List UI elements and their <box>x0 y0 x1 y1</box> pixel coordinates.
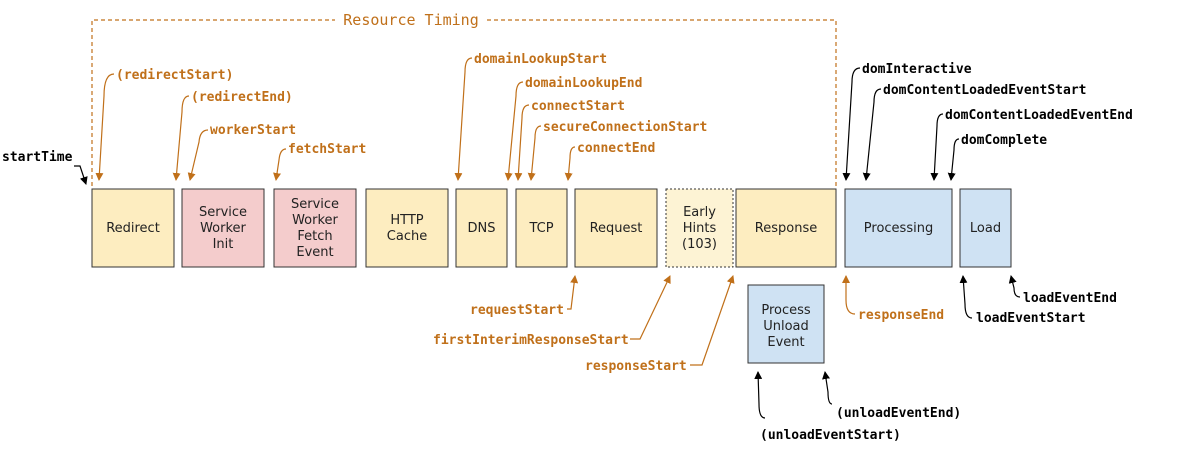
dom-content-loaded-event-start-arrow <box>862 88 882 181</box>
request-start-label: requestStart <box>470 303 564 318</box>
fetch-start-arrow <box>273 148 287 181</box>
sw-init-line-3: Init <box>213 237 234 252</box>
load-event-end-label: loadEventEnd <box>1023 291 1117 306</box>
response-start-arrow <box>690 275 735 366</box>
load-event-start-arrow <box>959 275 973 319</box>
connect-start-arrow <box>514 104 530 181</box>
tcp-box: TCP <box>515 188 568 268</box>
dom-complete-arrow <box>947 138 960 181</box>
http-cache-box: HTTP Cache <box>365 188 449 268</box>
redirect-start-arrow <box>95 73 115 181</box>
processing-box: Processing <box>844 188 953 268</box>
dom-complete-label: domComplete <box>961 133 1047 148</box>
fetch-start-label: fetchStart <box>288 142 366 157</box>
first-interim-response-start-arrow <box>630 275 671 340</box>
response-end-label: responseEnd <box>858 308 944 323</box>
resource-timing-bracket: Resource Timing <box>91 11 837 186</box>
dns-box-label: DNS <box>468 221 496 236</box>
service-worker-init-box: Service Worker Init <box>181 188 265 268</box>
request-start-arrow <box>567 275 579 310</box>
dns-box: DNS <box>455 188 508 268</box>
service-worker-fetch-event-box: Service Worker Fetch Event <box>273 188 357 268</box>
request-box-label: Request <box>590 221 643 236</box>
redirect-end-label: (redirectEnd) <box>191 90 293 105</box>
secure-connection-start-arrow <box>527 125 542 181</box>
unload-event-start-label: (unloadEventStart) <box>760 428 901 443</box>
unload-line-3: Event <box>767 335 804 350</box>
connect-end-arrow <box>564 146 576 181</box>
early-hints-box: Early Hints (103) <box>665 188 734 268</box>
start-time-arrow <box>74 165 88 185</box>
processing-box-label: Processing <box>864 221 933 236</box>
load-event-end-arrow <box>1008 275 1021 298</box>
dom-interactive-arrow <box>842 67 861 181</box>
resource-timing-title: Resource Timing <box>343 11 478 29</box>
worker-start-arrow <box>187 129 209 181</box>
secure-connection-start-label: secureConnectionStart <box>543 120 707 135</box>
sw-init-line-2: Worker <box>200 221 246 236</box>
unload-event-end-label: (unloadEventEnd) <box>836 406 961 421</box>
early-hints-line-1: Early <box>683 205 716 220</box>
redirect-box-label: Redirect <box>106 221 160 236</box>
start-time-label: startTime <box>2 150 73 165</box>
early-hints-line-2: Hints <box>683 221 717 236</box>
response-box: Response <box>735 188 837 268</box>
sw-init-line-1: Service <box>199 205 247 220</box>
response-end-arrow <box>842 275 856 315</box>
domain-lookup-start-arrow <box>454 57 473 181</box>
request-box: Request <box>574 188 658 268</box>
response-start-label: responseStart <box>585 359 687 374</box>
domain-lookup-end-label: domainLookupEnd <box>525 76 642 91</box>
dom-interactive-label: domInteractive <box>862 62 972 77</box>
load-box-label: Load <box>970 221 1001 236</box>
phase-boxes: Redirect Service Worker Init Service Wor… <box>91 188 1012 364</box>
worker-start-label: workerStart <box>210 123 296 138</box>
unload-event-end-arrow <box>822 371 833 405</box>
redirect-end-arrow <box>172 95 190 181</box>
connect-end-label: connectEnd <box>577 141 655 156</box>
early-hints-line-3: (103) <box>682 237 717 252</box>
sw-fetch-line-1: Service <box>291 197 339 212</box>
dom-content-loaded-event-end-arrow <box>930 113 944 181</box>
http-cache-line-2: Cache <box>387 229 427 244</box>
sw-fetch-line-4: Event <box>296 245 333 260</box>
connect-start-label: connectStart <box>531 99 625 114</box>
domain-lookup-end-arrow <box>504 81 524 181</box>
first-interim-response-start-label: firstInterimResponseStart <box>433 333 629 348</box>
redirect-start-label: (redirectStart) <box>116 68 233 83</box>
dom-content-loaded-event-end-label: domContentLoadedEventEnd <box>945 108 1133 123</box>
sw-fetch-line-3: Fetch <box>297 229 332 244</box>
dom-content-loaded-event-start-label: domContentLoadedEventStart <box>883 83 1087 98</box>
resource-timing-labels: (redirectStart) (redirectEnd) workerStar… <box>95 52 944 374</box>
unload-event-start-arrow <box>754 371 766 419</box>
load-event-start-label: loadEventStart <box>976 311 1086 326</box>
redirect-box: Redirect <box>91 188 175 268</box>
sw-fetch-line-2: Worker <box>292 213 338 228</box>
tcp-box-label: TCP <box>528 221 553 236</box>
process-unload-event-box: Process Unload Event <box>747 284 825 364</box>
domain-lookup-start-label: domainLookupStart <box>474 52 607 67</box>
http-cache-line-1: HTTP <box>390 213 423 228</box>
unload-line-2: Unload <box>763 319 809 334</box>
response-box-label: Response <box>755 221 817 236</box>
unload-line-1: Process <box>761 303 811 318</box>
load-box: Load <box>959 188 1012 268</box>
navigation-timing-labels: startTime domInteractive domContentLoade… <box>2 62 1133 443</box>
